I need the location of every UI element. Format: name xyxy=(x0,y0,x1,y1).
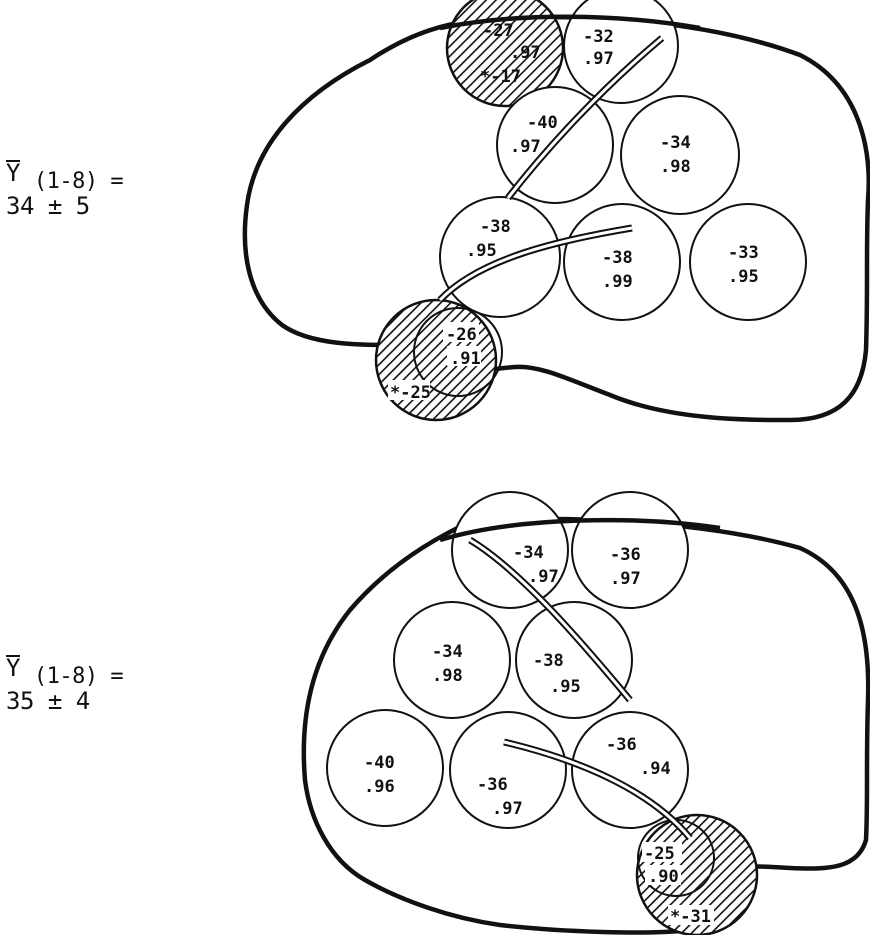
bot-c5-b: .96 xyxy=(364,777,395,797)
bot-c2-b: .97 xyxy=(610,569,641,589)
top-c5-a: -38 xyxy=(480,217,511,237)
bottom-circle-8-text: -25 .90 *-31 xyxy=(642,842,714,927)
top-circle-7-text: -33 .95 xyxy=(728,243,759,287)
bottom-circle-1 xyxy=(451,491,569,609)
top-circle-hatched-1 xyxy=(445,0,565,108)
bot-c3-b: .98 xyxy=(432,666,463,686)
bottom-brain: -34 .97 -36 .97 -34 .98 -38 .95 -40 .96 … xyxy=(301,491,870,935)
top-circle-7 xyxy=(689,203,807,321)
bottom-y-value: 35 ± 4 xyxy=(6,686,90,715)
bottom-y-symbol: Y xyxy=(6,654,20,682)
top-y-subscript: (1-8) = xyxy=(33,169,124,194)
bot-c3-a: -34 xyxy=(432,642,463,662)
top-c5-b: .95 xyxy=(466,241,497,261)
bot-c7-b: .94 xyxy=(640,759,671,779)
bottom-circle-3-text: -34 .98 xyxy=(432,642,463,686)
bot-c4-a: -38 xyxy=(533,651,564,671)
top-brain-outline xyxy=(242,14,870,423)
top-c8-c: *-25 xyxy=(390,383,431,403)
top-mean-label: Y (1-8) = 34 ± 5 xyxy=(6,157,124,222)
bottom-circle-2-text: -36 .97 xyxy=(610,545,641,589)
bottom-circle-7 xyxy=(571,711,689,829)
bottom-circle-7-text: -36 .94 xyxy=(606,735,671,779)
top-c1-b: .97 xyxy=(510,43,541,63)
top-c1-a: -27 xyxy=(483,21,514,41)
top-c4-b: .98 xyxy=(660,157,691,177)
bot-c4-b: .95 xyxy=(550,677,581,697)
top-c6-a: -38 xyxy=(602,248,633,268)
top-c3-a: -40 xyxy=(527,113,558,133)
bot-c2-a: -36 xyxy=(610,545,641,565)
bot-c1-a: -34 xyxy=(513,543,544,563)
bottom-circle-5-text: -40 .96 xyxy=(364,753,395,797)
top-circle-1-text: -27 .97 *-17 xyxy=(480,21,541,87)
bottom-circle-1-text: -34 .97 xyxy=(513,543,559,587)
top-c2-a: -32 xyxy=(583,27,614,47)
top-circle-3-text: -40 .97 xyxy=(510,113,558,157)
bot-c5-a: -40 xyxy=(364,753,395,773)
bottom-circle-5 xyxy=(326,709,444,827)
top-c3-b: .97 xyxy=(510,137,541,157)
top-c2-b: .97 xyxy=(583,49,614,69)
bot-c8-a: -25 xyxy=(644,844,675,864)
top-y-symbol: Y xyxy=(6,159,20,187)
top-c7-b: .95 xyxy=(728,267,759,287)
top-circle-6-text: -38 .99 xyxy=(602,248,633,292)
bot-c7-a: -36 xyxy=(606,735,637,755)
bottom-circle-6 xyxy=(449,711,567,829)
top-circle-4-text: -34 .98 xyxy=(660,133,691,177)
top-c7-a: -33 xyxy=(728,243,759,263)
top-circle-8-text: -26 .91 *-25 xyxy=(388,322,481,403)
top-c4-a: -34 xyxy=(660,133,691,153)
top-c6-b: .99 xyxy=(602,272,633,292)
top-c8-a: -26 xyxy=(446,325,477,345)
top-circle-5-text: -38 .95 xyxy=(466,217,511,261)
top-circle-4 xyxy=(620,95,740,215)
bottom-circle-3 xyxy=(393,601,511,719)
bottom-circle-4 xyxy=(515,601,633,719)
bot-c8-c: *-31 xyxy=(670,907,711,927)
top-circle-2-text: -32 .97 xyxy=(583,27,614,69)
top-brain: -27 .97 *-17 -32 .97 -40 .97 -34 .98 -38… xyxy=(242,0,870,423)
top-circle-5 xyxy=(439,196,561,318)
top-c1-c: *-17 xyxy=(480,67,521,87)
top-circle-2 xyxy=(563,0,679,104)
bottom-circle-6-text: -36 .97 xyxy=(477,775,523,819)
bottom-mean-label: Y (1-8) = 35 ± 4 xyxy=(6,652,124,717)
bottom-y-subscript: (1-8) = xyxy=(33,664,124,689)
bot-c8-b: .90 xyxy=(648,867,679,887)
bot-c6-b: .97 xyxy=(492,799,523,819)
bottom-circle-4-text: -38 .95 xyxy=(533,651,581,697)
bot-c6-a: -36 xyxy=(477,775,508,795)
top-y-value: 34 ± 5 xyxy=(6,191,90,220)
top-c8-b: .91 xyxy=(450,349,481,369)
bot-c1-b: .97 xyxy=(528,567,559,587)
